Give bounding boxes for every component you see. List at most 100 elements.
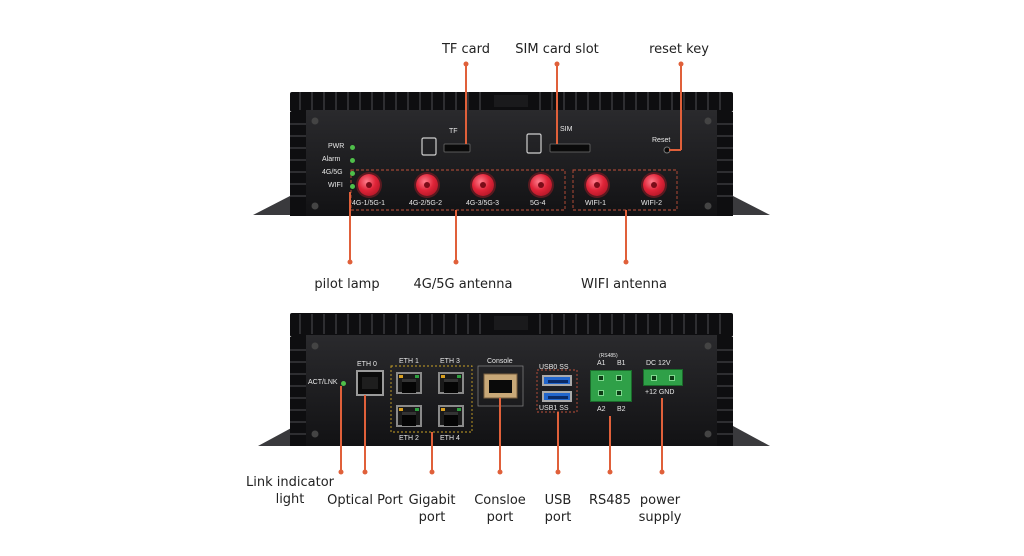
power-callout-line1: power	[639, 493, 681, 508]
front-flange-left	[253, 196, 290, 215]
eth3-label: ETH 3	[440, 358, 460, 365]
gigabit-leader	[431, 432, 433, 472]
rs485-callout: RS485	[588, 493, 632, 508]
gigabit-callout-line1: Gigabit	[408, 493, 456, 508]
link-light-callout-line1: Link indicator	[246, 475, 334, 490]
rs485-leader-dot	[607, 469, 613, 475]
rs485-tag-label: (RS485)	[599, 353, 618, 359]
link-light-leader	[340, 386, 342, 472]
link-led-icon	[341, 381, 346, 386]
antenna-connector-icon	[416, 174, 438, 196]
back-flange-right	[733, 426, 770, 446]
reset-leader	[680, 64, 682, 150]
b2-label: B2	[617, 406, 626, 413]
console-label: Console	[487, 358, 513, 365]
eth2-label: ETH 2	[399, 435, 419, 442]
usb-leader-dot	[555, 469, 561, 475]
antenna-label: 4G-2/5G-2	[409, 200, 443, 207]
act-lnk-label: ACT/LNK	[308, 379, 338, 386]
antenna-4g5g-callout: 4G/5G antenna	[413, 277, 513, 292]
antenna-4g5g-leader	[455, 210, 457, 262]
usb-callout-line1: USB	[544, 493, 572, 508]
tf-card-leader-dot	[463, 61, 469, 67]
sim-slot-callout: SIM card slot	[515, 42, 599, 57]
pilot-lamp-leader-dot	[347, 259, 353, 265]
eth1-label: ETH 1	[399, 358, 419, 365]
gnd-label: +12 GND	[645, 389, 675, 396]
wifi-antenna-leader	[625, 210, 627, 262]
eth-group-box	[390, 365, 473, 433]
sim-slot	[549, 143, 591, 153]
console-leader-dot	[497, 469, 503, 475]
reset-leader-dot	[678, 61, 684, 67]
usb0-label: USB0 SS	[539, 364, 569, 371]
console-leader	[499, 398, 501, 472]
tf-label: TF	[449, 128, 458, 135]
antenna-connector-icon	[643, 174, 665, 196]
ethernet-port-icon	[396, 372, 422, 394]
ethernet-port-icon	[396, 405, 422, 427]
4g5g-led-icon	[350, 171, 355, 176]
led-label-alarm: Alarm	[322, 156, 341, 163]
reset-key-callout: reset key	[649, 42, 709, 57]
b1-label: B1	[617, 360, 626, 367]
alarm-led-icon	[350, 158, 355, 163]
gigabit-leader-dot	[429, 469, 435, 475]
pwr-led-icon	[350, 145, 355, 150]
wifi-led-icon	[350, 184, 355, 189]
sim-slot-leader-dot	[554, 61, 560, 67]
link-light-leader-dot	[338, 469, 344, 475]
eth4-label: ETH 4	[440, 435, 460, 442]
antenna-connector-icon	[472, 174, 494, 196]
antenna-4g5g-leader-dot	[453, 259, 459, 265]
power-leader-dot	[659, 469, 665, 475]
power-callout: power supply	[639, 492, 682, 526]
console-box	[477, 365, 524, 407]
ethernet-port-icon	[438, 405, 464, 427]
sim-label: SIM	[560, 126, 573, 133]
front-heat-fins	[290, 92, 733, 216]
tf-card-callout: TF card	[441, 42, 491, 57]
usb1-label: USB1 SS	[539, 405, 569, 412]
usb-port-icon	[542, 391, 572, 402]
rs485-leader	[609, 416, 611, 472]
link-light-callout: Link indicator light	[246, 474, 334, 508]
optical-leader	[364, 395, 366, 472]
dc-label: DC 12V	[646, 360, 671, 367]
led-label-pwr: PWR	[328, 143, 345, 150]
sim-slot-leader	[556, 64, 558, 144]
pilot-lamp-leader	[349, 192, 351, 262]
led-label-4g5g: 4G/5G	[322, 169, 343, 176]
antenna-label: WIFI-1	[585, 200, 606, 207]
tf-card-leader	[465, 64, 467, 144]
front-panel-face	[306, 110, 717, 216]
link-light-callout-line2: light	[275, 492, 305, 507]
pilot-lamp-callout: pilot lamp	[314, 277, 380, 292]
antenna-label: 4G-3/5G-3	[466, 200, 500, 207]
antenna-connector-icon	[358, 174, 380, 196]
power-callout-line2: supply	[638, 510, 682, 525]
eth0-label: ETH 0	[357, 361, 377, 368]
led-label-wifi: WIFI	[328, 182, 343, 189]
front-flange-right	[733, 196, 770, 215]
antenna-connector-icon	[530, 174, 552, 196]
wifi-antenna-leader-dot	[623, 259, 629, 265]
usb-callout-line2: port	[544, 510, 572, 525]
reset-leader-tick	[669, 149, 681, 151]
usb-leader	[557, 412, 559, 472]
console-callout-line1: Consloe	[474, 493, 526, 508]
wifi-antenna-callout: WIFI antenna	[581, 277, 667, 292]
antenna-label: 5G-4	[530, 200, 546, 207]
gigabit-callout-line2: port	[418, 510, 446, 525]
power-terminal-block	[643, 369, 683, 386]
console-callout: Consloe port	[474, 492, 526, 526]
reset-label: Reset	[652, 137, 671, 144]
a1-label: A1	[597, 360, 606, 367]
a2-label: A2	[597, 406, 606, 413]
antenna-label: WIFI-2	[641, 200, 662, 207]
antenna-label: 4G-1/5G-1	[352, 200, 386, 207]
power-leader	[661, 398, 663, 472]
back-flange-left	[258, 426, 295, 446]
optical-callout: Optical Port	[327, 493, 403, 508]
